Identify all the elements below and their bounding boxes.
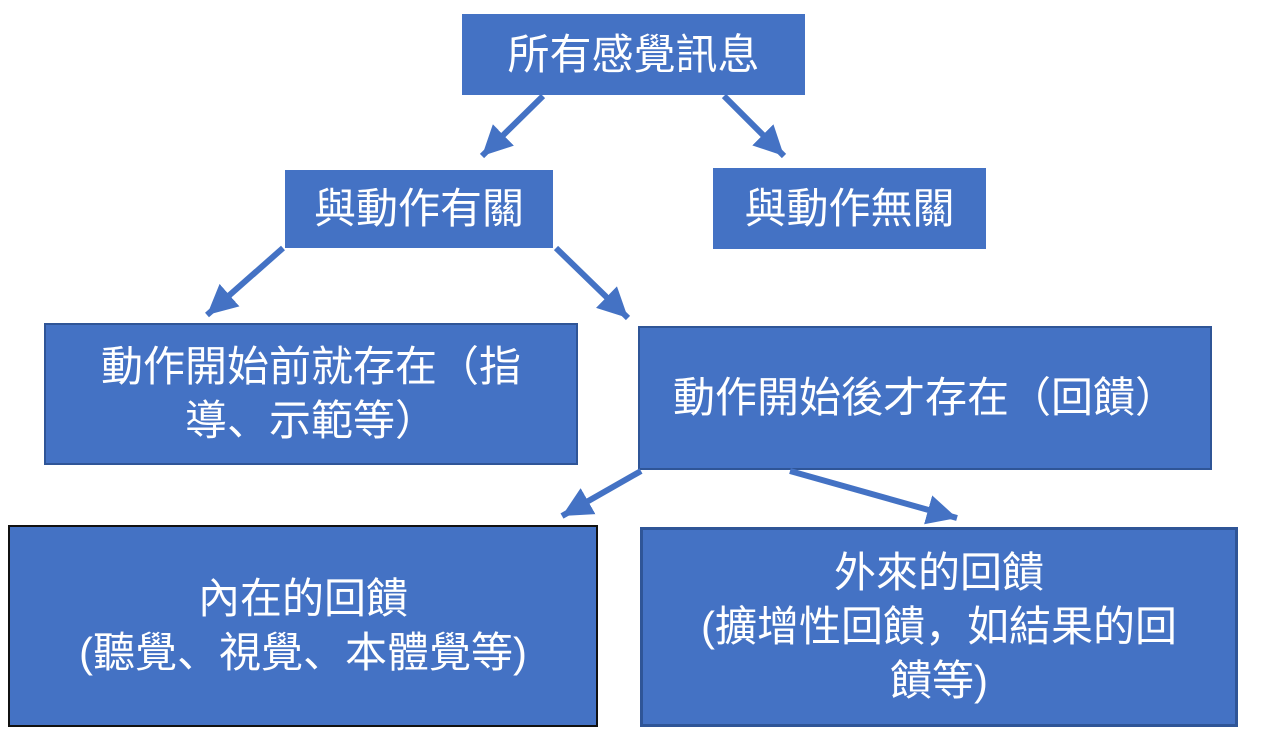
node-label: 外來的回饋	[833, 549, 1044, 597]
arrow-after-action-to-intrinsic	[560, 468, 643, 519]
node-intrinsic-feedback: 內在的回饋 (聽覺、視覺、本體覺等)	[8, 525, 598, 727]
node-label: (聽覺、視覺、本體覺等)	[79, 629, 527, 676]
arrow-related-to-after-action	[553, 245, 631, 321]
node-label: 動作開始後才存在（回饋）	[672, 374, 1177, 422]
arrow-top-to-movement-related	[479, 93, 546, 159]
node-exists-before-action: 動作開始前就存在（指 導、示範等）	[44, 323, 578, 465]
node-label: 導、示範等）	[184, 397, 437, 444]
node-label: (擴增性回饋，如結果的回	[701, 603, 1177, 651]
arrow-top-to-movement-unrelated	[721, 93, 787, 159]
node-label: 與動作有關	[313, 185, 524, 233]
node-label: 內在的回饋	[197, 575, 408, 623]
node-label: 饋等)	[890, 656, 988, 704]
node-label: 所有感覺訊息	[507, 30, 760, 78]
node-movement-related: 與動作有關	[285, 170, 553, 248]
node-all-sensory-info: 所有感覺訊息	[462, 14, 805, 95]
node-movement-unrelated: 與動作無關	[713, 168, 986, 249]
arrow-related-to-before-action	[205, 245, 285, 318]
node-label: 動作開始前就存在（指	[100, 343, 521, 391]
node-extrinsic-feedback: 外來的回饋 (擴增性回饋，如結果的回 饋等)	[640, 527, 1238, 727]
arrow-after-action-to-extrinsic	[789, 468, 958, 525]
node-label: 與動作無關	[744, 184, 955, 232]
node-exists-after-action: 動作開始後才存在（回饋）	[638, 326, 1212, 470]
